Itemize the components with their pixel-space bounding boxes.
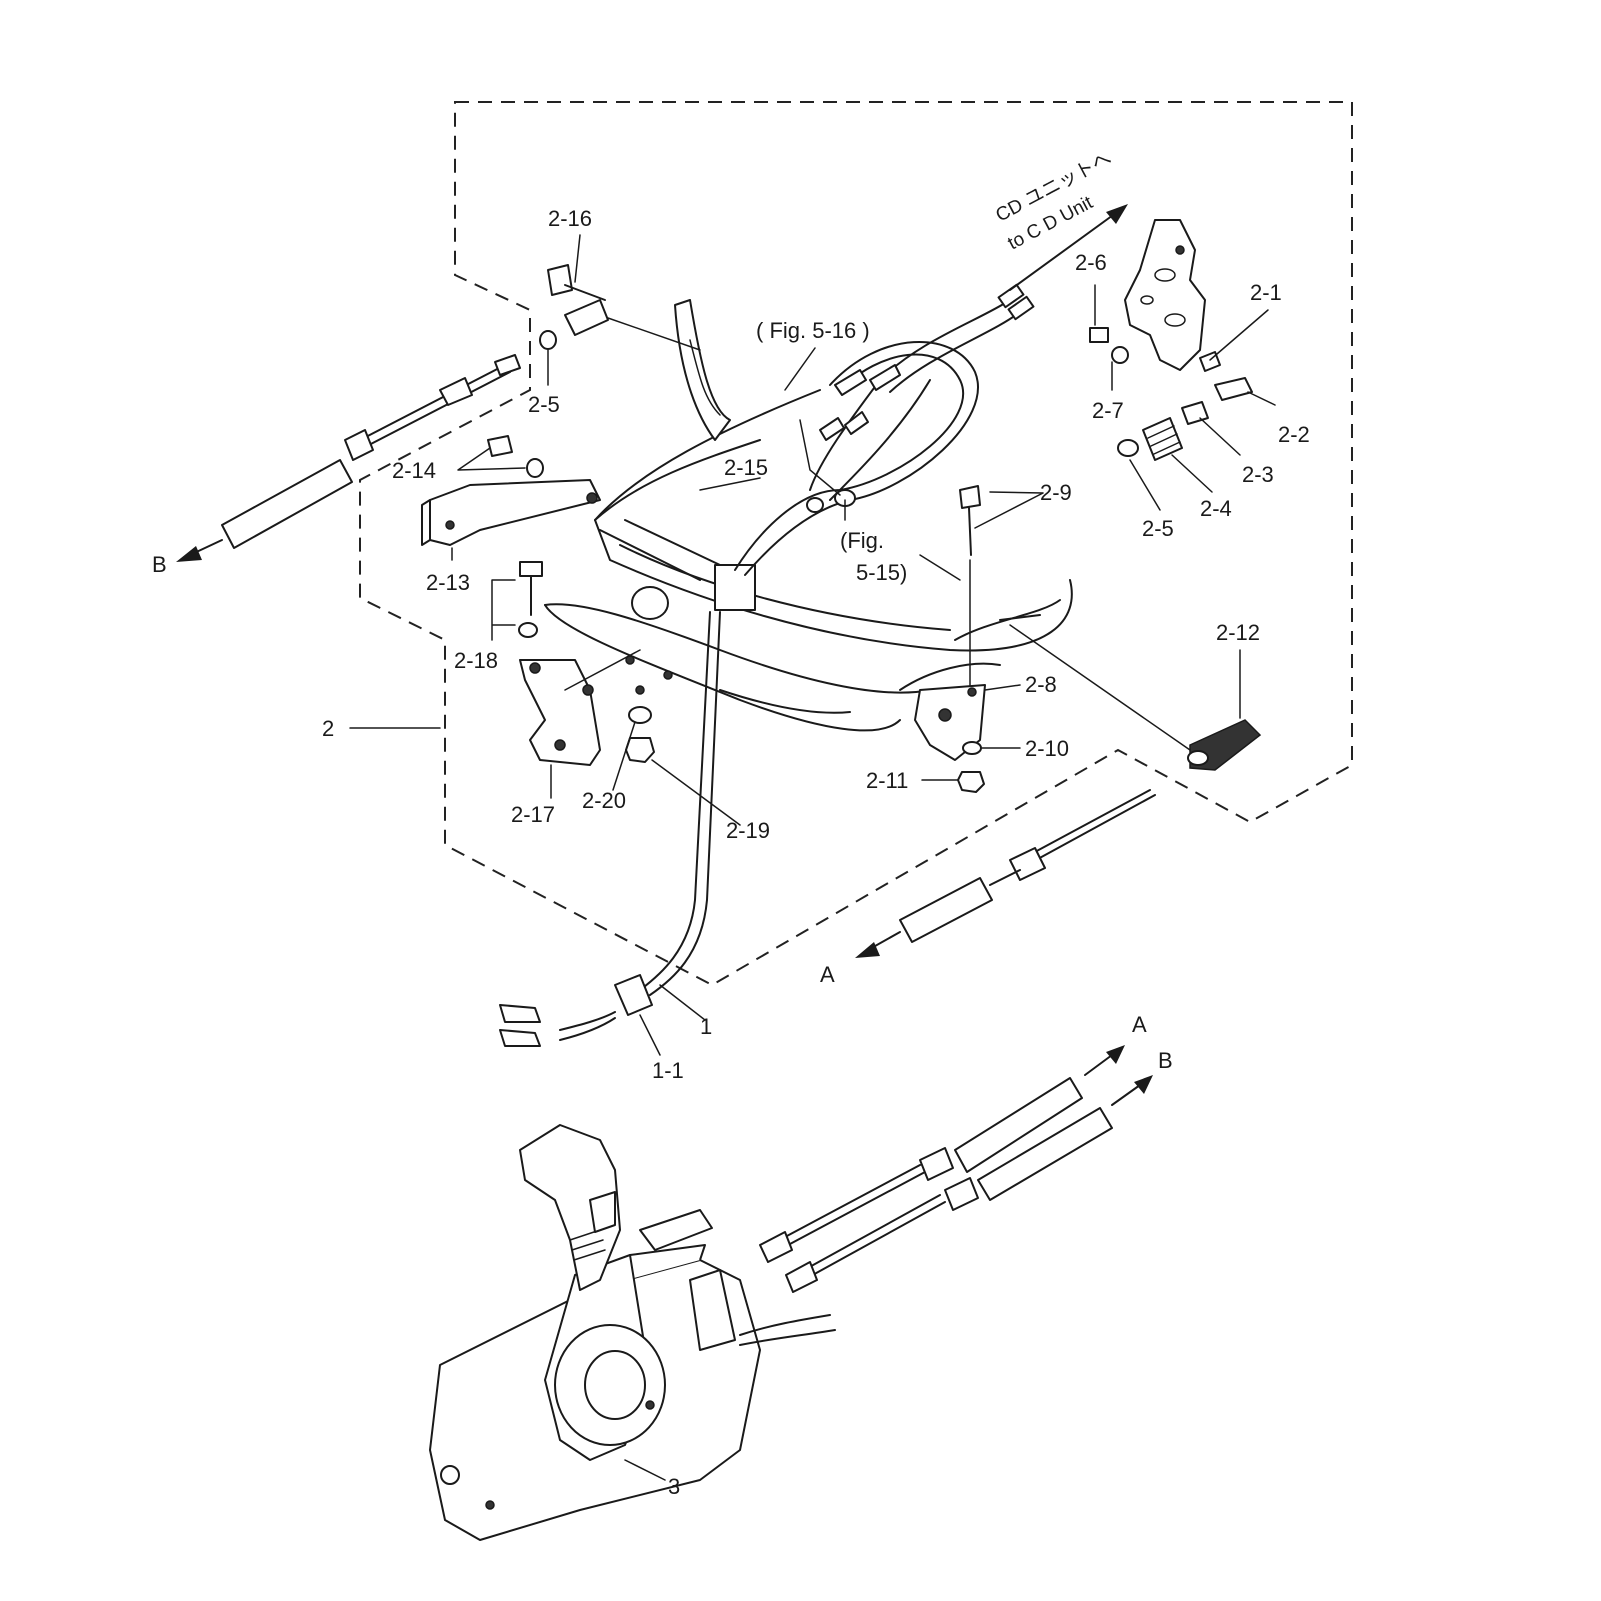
part-2-20-washer <box>628 706 652 724</box>
throttle-cable-b <box>221 354 521 549</box>
throttle-link-plate <box>1124 219 1206 371</box>
callout-2-9: 2-9 <box>1040 480 1072 505</box>
callout-fig-5-15-b: 5-15) <box>856 560 907 585</box>
part-2-1 <box>1199 351 1221 372</box>
callout-2-3: 2-3 <box>1242 462 1274 487</box>
arrow-label-a-left: A <box>820 962 835 987</box>
callout-2-15: 2-15 <box>724 455 768 480</box>
arrow-label-b-left: B <box>152 552 167 577</box>
callout-2-6: 2-6 <box>1075 250 1107 275</box>
arrowhead-b-right <box>1134 1075 1153 1094</box>
remote-cables <box>759 1077 1113 1293</box>
cd-unit-arrowhead <box>1106 204 1128 224</box>
arrowhead-b-left <box>176 546 202 562</box>
callout-2: 2 <box>322 716 334 741</box>
leader-lines <box>349 234 1276 1481</box>
wire-harness <box>599 283 1035 581</box>
callout-2-17: 2-17 <box>511 802 555 827</box>
callout-2-1: 2-1 <box>1250 280 1282 305</box>
part-2-4-spring <box>1142 417 1183 461</box>
callout-2-11: 2-11 <box>866 768 908 793</box>
callout-1-1: 1-1 <box>652 1058 684 1083</box>
part-2-12-eye <box>1187 750 1209 766</box>
assembly-line-2-12 <box>1009 624 1191 751</box>
part-2-13-bracket <box>421 479 601 546</box>
part-2-3 <box>1181 401 1209 425</box>
arrow-label-b-right: B <box>1158 1048 1173 1073</box>
part-2-6 <box>1089 327 1109 343</box>
part-1-cable <box>499 611 721 1047</box>
assembly-line-2-17 <box>564 649 641 691</box>
part-2-16-link <box>547 264 701 351</box>
part-2-8-bracket <box>914 684 986 761</box>
callout-2-13: 2-13 <box>426 570 470 595</box>
part-2-7 <box>1111 346 1129 364</box>
part-2-17-bracket <box>519 659 601 766</box>
shift-cable-a <box>899 789 1156 943</box>
callout-2-19: 2-19 <box>726 818 770 843</box>
callout-2-16: 2-16 <box>548 206 592 231</box>
callout-2-8: 2-8 <box>1025 672 1057 697</box>
callout-2-4: 2-4 <box>1200 496 1232 521</box>
callout-2-7: 2-7 <box>1092 398 1124 423</box>
callout-2-18: 2-18 <box>454 648 498 673</box>
part-2-10-washer <box>962 741 982 755</box>
cd-unit-arrow <box>1009 209 1121 291</box>
part-2-14-bolt <box>487 435 544 478</box>
callout-2-20: 2-20 <box>582 788 626 813</box>
part-2-11-nut <box>957 771 985 793</box>
callout-2-5-left: 2-5 <box>528 392 560 417</box>
motor-cover <box>544 299 1073 732</box>
part-2-19-nut <box>625 737 655 763</box>
callout-2-2: 2-2 <box>1278 422 1310 447</box>
part-2-5-washer-right <box>1117 439 1139 457</box>
arrowhead-a-right <box>1106 1045 1125 1064</box>
callout-2-14: 2-14 <box>392 458 436 483</box>
callout-fig-5-16: ( Fig. 5-16 ) <box>756 318 870 343</box>
callout-3: 3 <box>668 1474 680 1499</box>
part-2-5-washer-left <box>539 330 557 350</box>
callout-2-5-right: 2-5 <box>1142 516 1174 541</box>
part-2-18-bolt <box>518 561 543 638</box>
part-3-remote-control <box>429 1124 836 1541</box>
arrow-a-right <box>1084 1054 1113 1076</box>
callout-fig-5-15-a: (Fig. <box>840 528 884 553</box>
arrowhead-a-left <box>855 942 880 958</box>
part-2-9-bolt <box>959 485 981 556</box>
callout-1: 1 <box>700 1014 712 1039</box>
assembly-2-boundary <box>359 101 1353 987</box>
arrow-label-a-right: A <box>1132 1012 1147 1037</box>
callout-2-12: 2-12 <box>1216 620 1260 645</box>
arrow-b-right <box>1111 1084 1141 1106</box>
part-2-2 <box>1214 377 1253 401</box>
callout-2-10: 2-10 <box>1025 736 1069 761</box>
